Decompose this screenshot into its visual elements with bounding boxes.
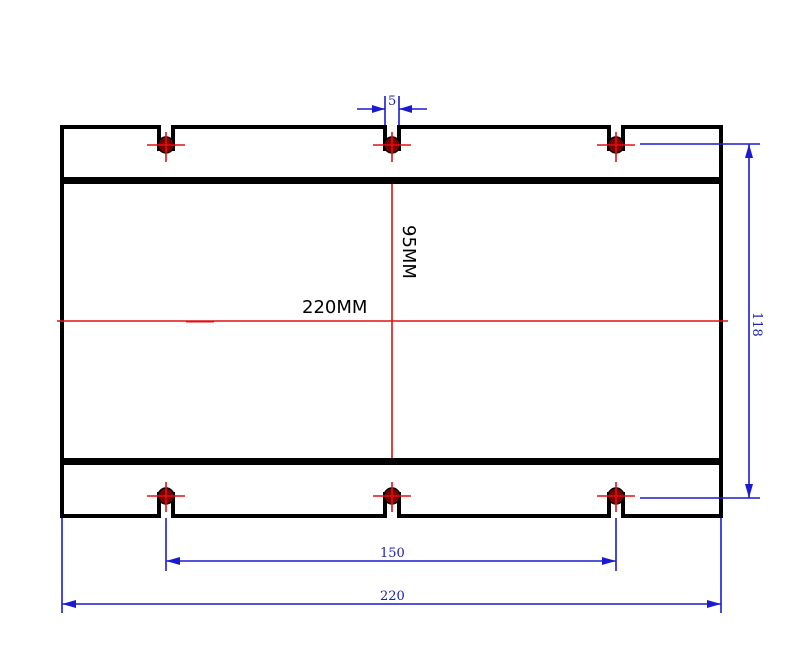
- width-label: 220MM: [302, 297, 367, 318]
- arrowhead: [166, 557, 180, 565]
- overall-width-dimension: 220: [380, 589, 405, 604]
- arrowhead: [602, 557, 616, 565]
- arrowhead: [62, 600, 76, 608]
- arrowhead: [745, 144, 753, 158]
- top-bend-line: [60, 177, 723, 184]
- height-label: 95MM: [398, 225, 419, 279]
- centerlines: [57, 132, 728, 512]
- arrowhead: [707, 600, 721, 608]
- arrowhead: [745, 484, 753, 498]
- arrowhead: [372, 105, 385, 113]
- arrowhead: [399, 105, 412, 113]
- bottom-bend-line: [60, 458, 723, 465]
- slot-width-dimension: 5: [388, 94, 396, 109]
- hole-spacing-dimension: 150: [380, 546, 405, 561]
- overall-height-dimension: 118: [749, 312, 764, 337]
- dimension-lines: [61, 96, 760, 613]
